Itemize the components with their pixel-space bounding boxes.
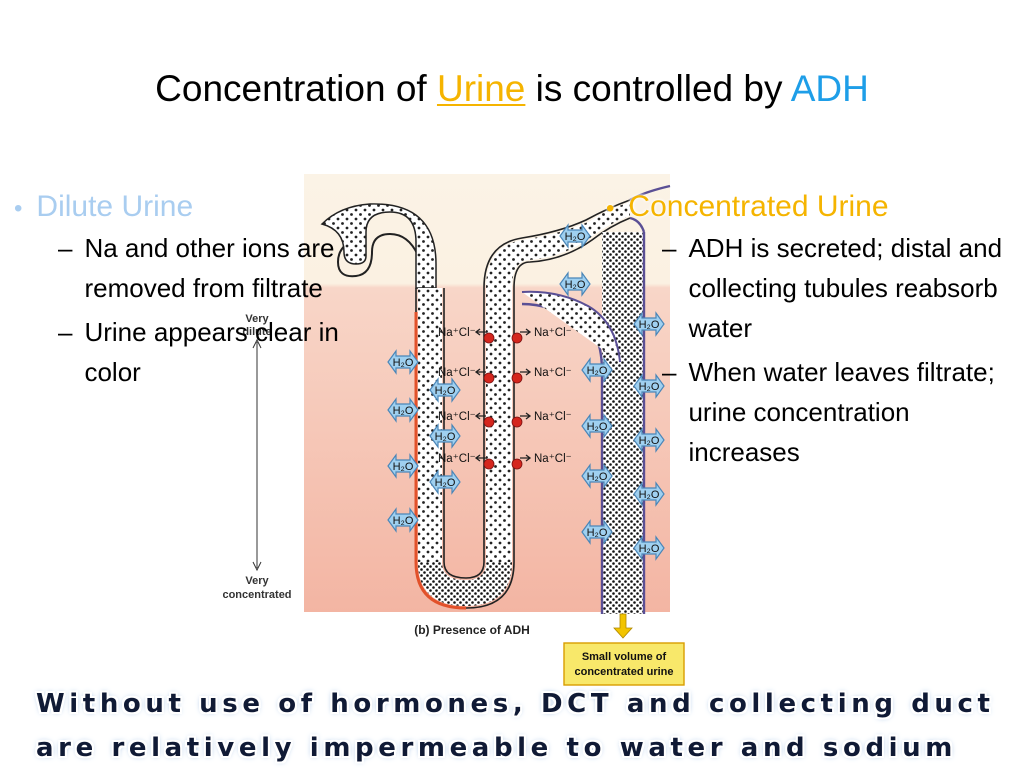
title-part1: Concentration of (155, 68, 437, 109)
nacl-label-left-2: Na⁺Cl⁻ (438, 367, 476, 379)
very-dilute-label-2: dilute (242, 326, 271, 338)
title-part2: is controlled by (525, 68, 791, 109)
bullet-icon: • (606, 195, 615, 222)
loop-bend (418, 562, 512, 606)
bullet-icon: • (14, 195, 23, 222)
list-item: – ADH is secreted; distal and collecting… (662, 228, 1016, 348)
footer-line-1: Without use of hormones, DCT and collect… (36, 689, 995, 719)
footer-line-2: are relatively impermeable to water and … (36, 733, 957, 763)
dash-icon: – (662, 357, 677, 387)
h2o-label-11: H₂O (587, 421, 608, 433)
dash-icon: – (58, 317, 73, 347)
list-item: – When water leaves filtrate; urine conc… (662, 352, 1016, 472)
h2o-label-16: H₂O (639, 435, 660, 447)
list-item-text: Urine appears clear in color (84, 317, 339, 387)
h2o-label-13: H₂O (587, 527, 608, 539)
nephron-diagram: Na⁺Cl⁻ Na⁺Cl⁻ Na⁺Cl⁻ Na⁺Cl⁻ Na⁺Cl⁻ Na⁺Cl… (222, 174, 685, 686)
very-concentrated-label-1: Very (245, 575, 269, 587)
urine-output-box (563, 642, 685, 686)
nacl-label-left-4: Na⁺Cl⁻ (438, 453, 476, 465)
h2o-label-5: H₂O (435, 385, 456, 397)
concentrated-urine-heading: • Concentrated Urine (606, 190, 1016, 224)
list-item-text: When water leaves filtrate; urine concen… (688, 357, 995, 467)
h2o-label-3: H₂O (393, 461, 414, 473)
title-urine: Urine (436, 68, 526, 109)
h2o-label-10: H₂O (587, 365, 608, 377)
urine-output-line-1: Small volume of (582, 651, 667, 663)
title-adh: ADH (790, 68, 869, 109)
concentrated-urine-column: • Concentrated Urine – ADH is secreted; … (606, 190, 1016, 472)
h2o-label-6: H₂O (435, 431, 456, 443)
osmolarity-scale (252, 338, 262, 572)
dash-icon: – (58, 233, 73, 263)
active-transport-pumps (483, 332, 523, 470)
nacl-label-left-3: Na⁺Cl⁻ (438, 411, 476, 423)
footer-note: Without use of hormones, DCT and collect… (36, 682, 996, 770)
h2o-label-12: H₂O (587, 471, 608, 483)
list-item-text: ADH is secreted; distal and collecting t… (688, 233, 1003, 343)
slide-title: Concentration of Urine is controlled by … (0, 68, 1024, 110)
h2o-label-7: H₂O (435, 477, 456, 489)
very-dilute-label-1: Very (245, 313, 269, 325)
dilute-urine-column: • Dilute Urine – Na and other ions are r… (14, 190, 364, 392)
dilute-urine-heading: • Dilute Urine (14, 190, 364, 224)
descending-limb-edge (414, 312, 467, 610)
dash-icon: – (662, 233, 677, 263)
urine-output-arrow (613, 613, 633, 639)
list-item: – Na and other ions are removed from fil… (58, 228, 364, 308)
nacl-label-right-2: Na⁺Cl⁻ (534, 367, 572, 379)
h2o-label-4: H₂O (393, 515, 414, 527)
nacl-label-right-1: Na⁺Cl⁻ (534, 327, 572, 339)
distal-tubule (486, 202, 630, 288)
h2o-label-2: H₂O (393, 405, 414, 417)
dilute-urine-title: Dilute Urine (36, 190, 194, 223)
concentrated-urine-title: Concentrated Urine (628, 190, 889, 223)
diagram-caption: (b) Presence of ADH (414, 623, 530, 637)
h2o-label-17: H₂O (639, 489, 660, 501)
h2o-arrows (387, 223, 665, 561)
list-item: – Urine appears clear in color (58, 312, 364, 392)
h2o-label-18: H₂O (639, 543, 660, 555)
nacl-label-left-1: Na⁺Cl⁻ (438, 327, 476, 339)
h2o-label-8: H₂O (565, 231, 586, 243)
h2o-label-9: H₂O (565, 279, 586, 291)
proximal-tubule (320, 203, 437, 289)
h2o-label-15: H₂O (639, 381, 660, 393)
h2o-label-1: H₂O (393, 357, 414, 369)
urine-output-line-2: concentrated urine (574, 666, 673, 678)
list-item-text: Na and other ions are removed from filtr… (84, 233, 335, 303)
nacl-label-right-4: Na⁺Cl⁻ (534, 453, 572, 465)
nacl-label-right-3: Na⁺Cl⁻ (534, 411, 572, 423)
h2o-label-14: H₂O (639, 319, 660, 331)
very-concentrated-label-2: concentrated (222, 589, 291, 601)
